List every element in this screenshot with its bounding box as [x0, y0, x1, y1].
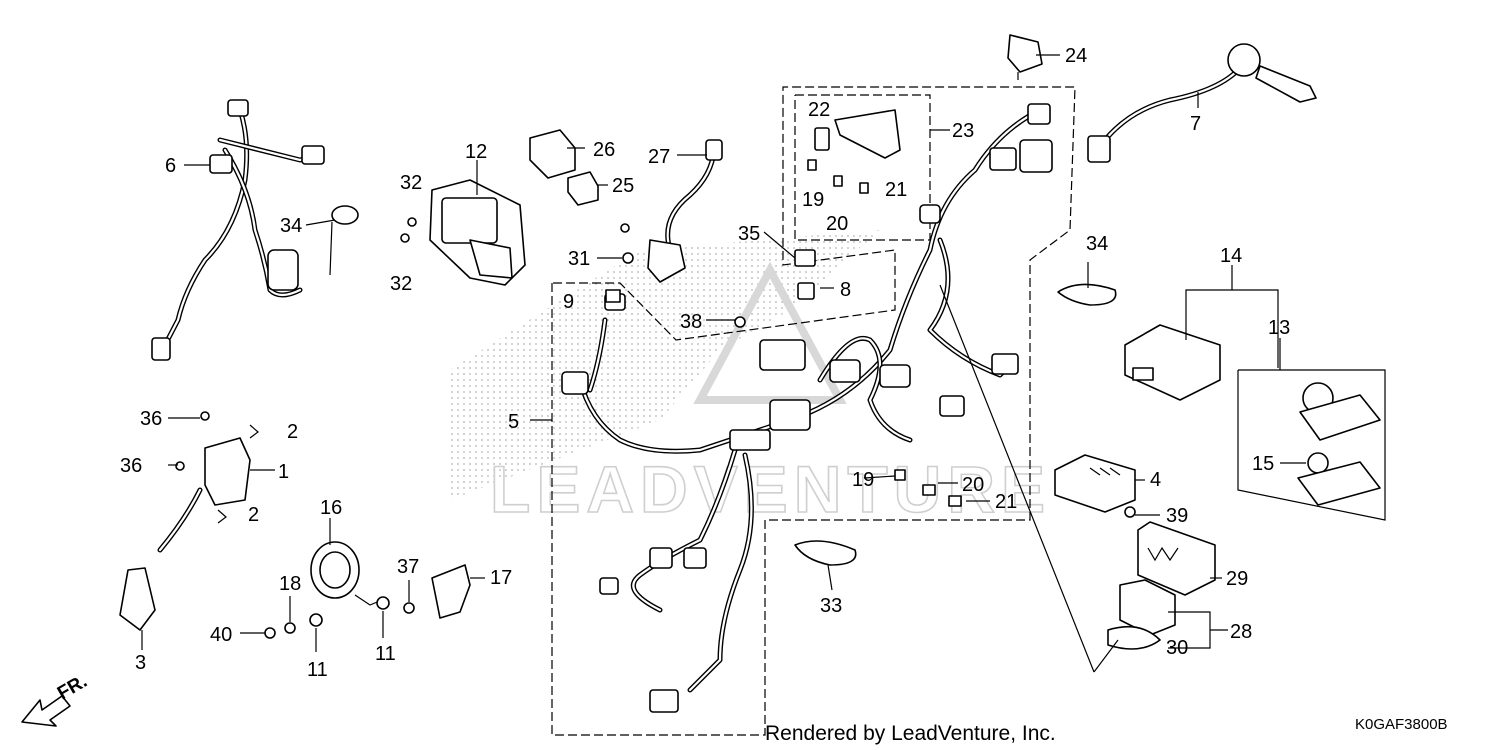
callout-13: 13 [1268, 317, 1290, 339]
front-direction-arrow: FR. [21, 671, 91, 727]
callout-28: 28 [1230, 621, 1252, 643]
callout-21-lower: 21 [995, 491, 1017, 513]
part-hardware [264, 223, 746, 639]
callout-37: 37 [397, 556, 419, 578]
credit-text: Rendered by LeadVenture, Inc. [765, 722, 1056, 745]
part-ignition-coil [119, 411, 259, 631]
part-key-case [1297, 382, 1381, 506]
callout-22: 22 [808, 99, 830, 121]
callout-11-left: 11 [307, 659, 328, 681]
callout-9: 9 [563, 291, 574, 313]
part-tie-band-right [1057, 283, 1117, 306]
callout-labels: 1 2 2 3 4 5 6 7 8 9 11 11 12 13 14 15 16… [120, 45, 1290, 681]
part-starter-relay [400, 179, 526, 286]
part-relay-top [1007, 34, 1043, 80]
group-frames [551, 86, 1386, 736]
callout-19-lower: 19 [852, 469, 874, 491]
callout-34-right: 34 [1086, 233, 1108, 255]
callout-32-upper: 32 [400, 172, 422, 194]
part-bolt-39 [1124, 506, 1136, 518]
part-tie-band-bottom [794, 540, 857, 566]
callout-20-upper: 20 [826, 213, 848, 235]
callout-18: 18 [279, 573, 301, 595]
part-clips-lower [894, 469, 962, 507]
part-control-unit [1124, 324, 1221, 401]
callout-16: 16 [320, 497, 342, 519]
part-sensor-lead [1087, 43, 1317, 163]
callout-24: 24 [1065, 45, 1087, 67]
callout-8: 8 [840, 279, 851, 301]
leader-lines [141, 54, 1306, 673]
callout-34-left: 34 [280, 215, 302, 237]
callout-38: 38 [680, 311, 702, 333]
callout-35: 35 [738, 223, 760, 245]
part-tie-band-left [329, 205, 359, 276]
callout-7: 7 [1190, 113, 1201, 135]
callout-3: 3 [135, 652, 146, 674]
callout-2-upper: 2 [287, 421, 298, 443]
callout-6: 6 [165, 155, 176, 177]
part-sub-harness [151, 99, 325, 361]
callout-29: 29 [1226, 568, 1248, 590]
part-main-harness [561, 103, 1053, 713]
part-fuse-box [1107, 521, 1216, 650]
callout-25: 25 [612, 175, 634, 197]
callout-5: 5 [508, 411, 519, 433]
part-connector-cover [794, 109, 901, 300]
part-horn [310, 541, 383, 606]
callout-40: 40 [210, 624, 232, 646]
callout-19-upper: 19 [802, 189, 824, 211]
watermark: LEADVENTURE [450, 230, 1051, 527]
part-relays [529, 129, 599, 206]
callout-26: 26 [593, 139, 615, 161]
callout-14: 14 [1220, 245, 1242, 267]
callout-21-upper: 21 [885, 179, 907, 201]
callout-32-lower: 32 [390, 273, 412, 295]
callout-11-right: 11 [375, 643, 396, 665]
callout-27: 27 [648, 146, 670, 168]
callout-17: 17 [490, 567, 512, 589]
callout-2-lower: 2 [248, 504, 259, 526]
callout-31: 31 [568, 248, 590, 270]
part-sensor [622, 139, 723, 283]
part-regulator [1054, 454, 1136, 513]
callout-1: 1 [278, 461, 289, 483]
watermark-text: LEADVENTURE [490, 452, 1051, 526]
diagram-code: K0GAF3800B [1355, 716, 1448, 733]
callout-39: 39 [1166, 505, 1188, 527]
callout-36-lower: 36 [120, 455, 142, 477]
callout-23: 23 [952, 120, 974, 142]
callout-12: 12 [465, 141, 487, 163]
callout-33: 33 [820, 595, 842, 617]
callout-36-upper: 36 [140, 408, 162, 430]
callout-30: 30 [1166, 637, 1188, 659]
callout-15: 15 [1252, 453, 1274, 475]
callout-20-lower: 20 [962, 474, 984, 496]
callout-4: 4 [1150, 469, 1161, 491]
